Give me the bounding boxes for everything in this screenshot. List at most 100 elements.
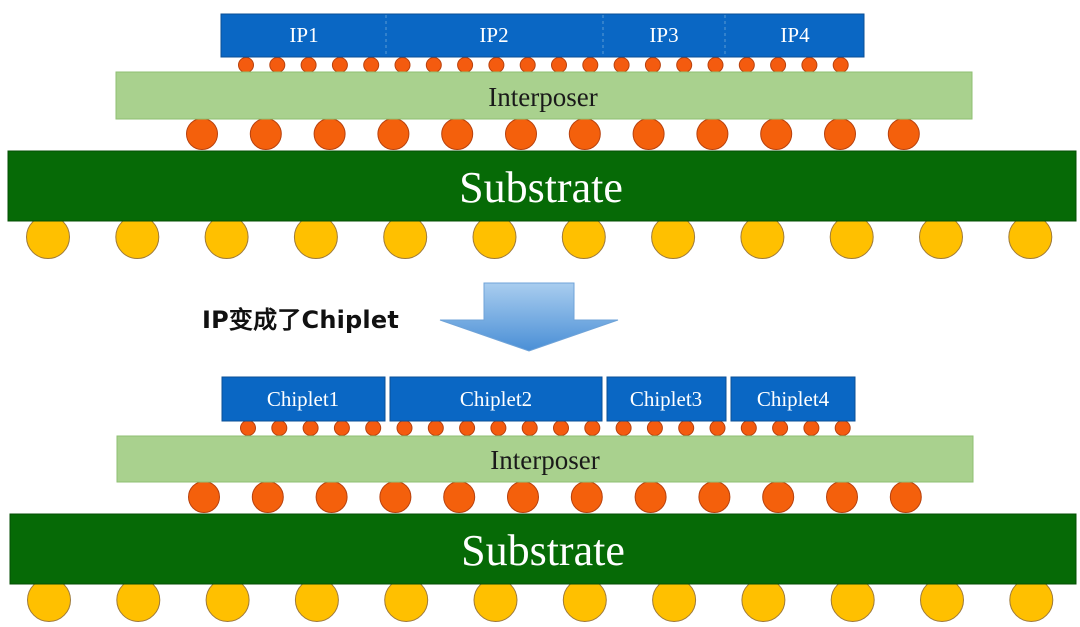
bottom-interposer: [116, 435, 974, 483]
microbump-20: [832, 57, 849, 73]
top-bga-balls: [26, 215, 1053, 259]
microbump-8: [459, 420, 476, 436]
bottom-substrate: [9, 513, 1077, 585]
top-microbumps: [238, 57, 849, 73]
microbump-18: [772, 420, 789, 436]
microbump-17: [738, 57, 755, 73]
microbump-9: [490, 420, 507, 436]
bga-ball-8: [651, 215, 696, 259]
bga-ball-5: [383, 215, 428, 259]
bga-ball-3: [204, 215, 249, 259]
microbump-11: [553, 420, 569, 436]
microbump-1: [238, 57, 254, 73]
c4-bump-6: [505, 118, 537, 150]
top-substrate-label: Substrate: [459, 163, 623, 212]
microbump-8: [457, 57, 474, 73]
bottom-bga-balls: [27, 578, 1054, 622]
c4-bump-9: [698, 481, 731, 513]
top-stack: IP1 IP2 IP3 IP4 Interposer Substrate: [7, 13, 1077, 259]
microbump-2: [269, 57, 286, 73]
c4-bump-9: [696, 118, 729, 150]
c4-bump-10: [760, 118, 793, 150]
microbump-15: [676, 57, 693, 73]
microbump-5: [363, 57, 380, 73]
bga-ball-6: [472, 215, 517, 259]
chiplet-2-label: Chiplet2: [460, 387, 532, 411]
c4-bump-7: [568, 118, 601, 150]
microbump-3: [300, 57, 317, 73]
microbump-11: [551, 57, 567, 73]
chiplet-1: [221, 376, 386, 422]
bga-ball-2: [115, 215, 160, 259]
c4-bump-4: [377, 118, 410, 150]
microbump-16: [709, 420, 726, 436]
bga-ball-4: [293, 215, 338, 259]
bottom-stack: Chiplet1 Chiplet2 Chiplet3 Chiplet4 Inte…: [9, 376, 1077, 622]
bga-ball-5: [384, 578, 429, 622]
microbump-7: [427, 420, 444, 436]
c4-bump-12: [887, 118, 920, 150]
c4-bump-8: [632, 118, 665, 150]
chiplet-3: [606, 376, 727, 422]
microbump-10: [521, 420, 538, 436]
chiplet-4-label: Chiplet4: [757, 387, 830, 411]
bga-ball-3: [205, 578, 250, 622]
chiplet-2: [389, 376, 603, 422]
bga-ball-9: [741, 578, 786, 622]
bga-ball-12: [1009, 578, 1054, 622]
c4-bump-1: [188, 481, 220, 513]
microbump-19: [803, 420, 820, 436]
bga-ball-7: [561, 215, 606, 259]
bga-ball-11: [919, 215, 963, 259]
bga-ball-8: [652, 578, 697, 622]
bottom-substrate-label: Substrate: [461, 526, 625, 575]
bga-ball-2: [116, 578, 161, 622]
bga-ball-9: [740, 215, 785, 259]
transition-caption: IP变成了Chiplet: [202, 306, 400, 334]
c4-bump-12: [889, 481, 922, 513]
c4-bump-3: [315, 481, 348, 513]
c4-bump-11: [824, 118, 856, 150]
c4-bump-1: [186, 118, 218, 150]
microbump-12: [582, 57, 599, 73]
microbump-18: [770, 57, 787, 73]
c4-bump-5: [443, 481, 476, 513]
microbump-4: [331, 57, 348, 73]
microbump-5: [365, 420, 382, 436]
microbump-17: [740, 420, 757, 436]
microbump-3: [302, 420, 319, 436]
bga-ball-10: [829, 215, 874, 259]
bga-ball-10: [830, 578, 875, 622]
c4-bump-4: [379, 481, 412, 513]
chiplet-row: Chiplet1 Chiplet2 Chiplet3 Chiplet4: [221, 376, 856, 422]
bottom-microbumps: [240, 420, 851, 436]
c4-bump-10: [762, 481, 795, 513]
transition-arrow: [439, 282, 619, 352]
top-interposer: [115, 71, 973, 120]
c4-bump-7: [570, 481, 603, 513]
microbump-7: [425, 57, 442, 73]
bga-ball-4: [294, 578, 339, 622]
bga-ball-1: [27, 578, 71, 622]
c4-bump-11: [826, 481, 858, 513]
ip-block-2-label: IP2: [479, 23, 508, 47]
bga-ball-7: [562, 578, 607, 622]
chiplet-3-label: Chiplet3: [630, 387, 702, 411]
bga-ball-1: [26, 215, 70, 259]
ip-block-4-label: IP4: [780, 23, 810, 47]
top-interposer-label: Interposer: [488, 82, 597, 112]
c4-bump-5: [441, 118, 474, 150]
c4-bump-2: [251, 481, 284, 513]
microbump-10: [519, 57, 536, 73]
microbump-2: [271, 420, 288, 436]
ip-die: IP1 IP2 IP3 IP4: [220, 13, 865, 58]
ip-block-1-label: IP1: [289, 23, 318, 47]
chiplet-4: [730, 376, 856, 422]
c4-bump-2: [249, 118, 282, 150]
microbump-1: [240, 420, 256, 436]
c4-bump-3: [313, 118, 346, 150]
bga-ball-11: [920, 578, 964, 622]
bottom-c4-bumps: [188, 481, 922, 513]
microbump-14: [644, 57, 661, 73]
bga-ball-6: [473, 578, 518, 622]
